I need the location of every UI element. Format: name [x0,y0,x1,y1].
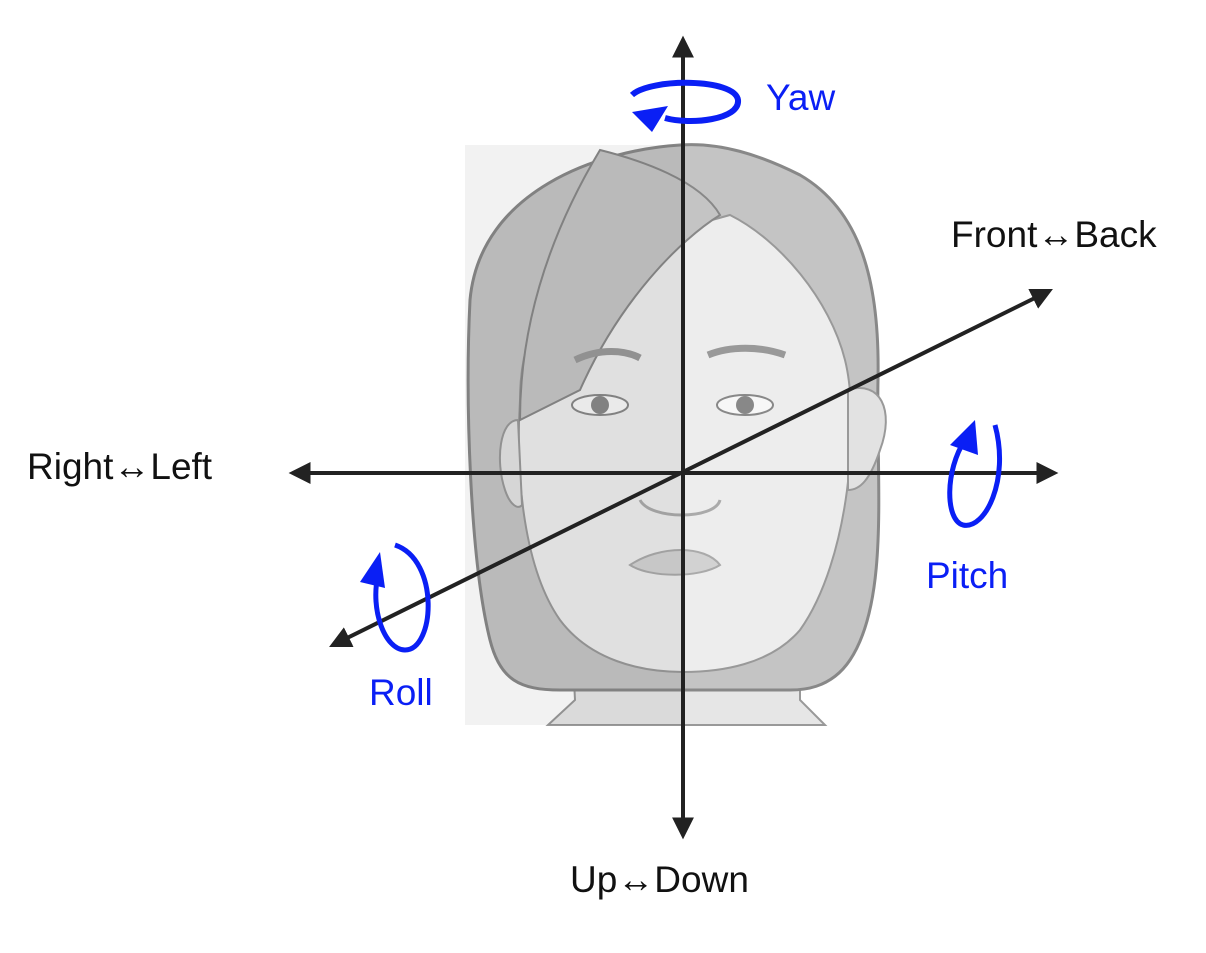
yaw-rotation-icon [629,79,741,132]
up-down-label: Up↔Down [570,859,749,900]
pitch-label: Pitch [926,555,1008,596]
front-back-label: Front↔Back [951,214,1157,255]
front-back-axis [329,288,1053,648]
face-illustration [465,143,887,726]
roll-label: Roll [369,672,433,713]
roll-rotation-icon [360,542,431,653]
yaw-label: Yaw [766,77,836,118]
right-left-label: Right↔Left [27,446,213,487]
pitch-rotation-icon [947,420,1002,528]
